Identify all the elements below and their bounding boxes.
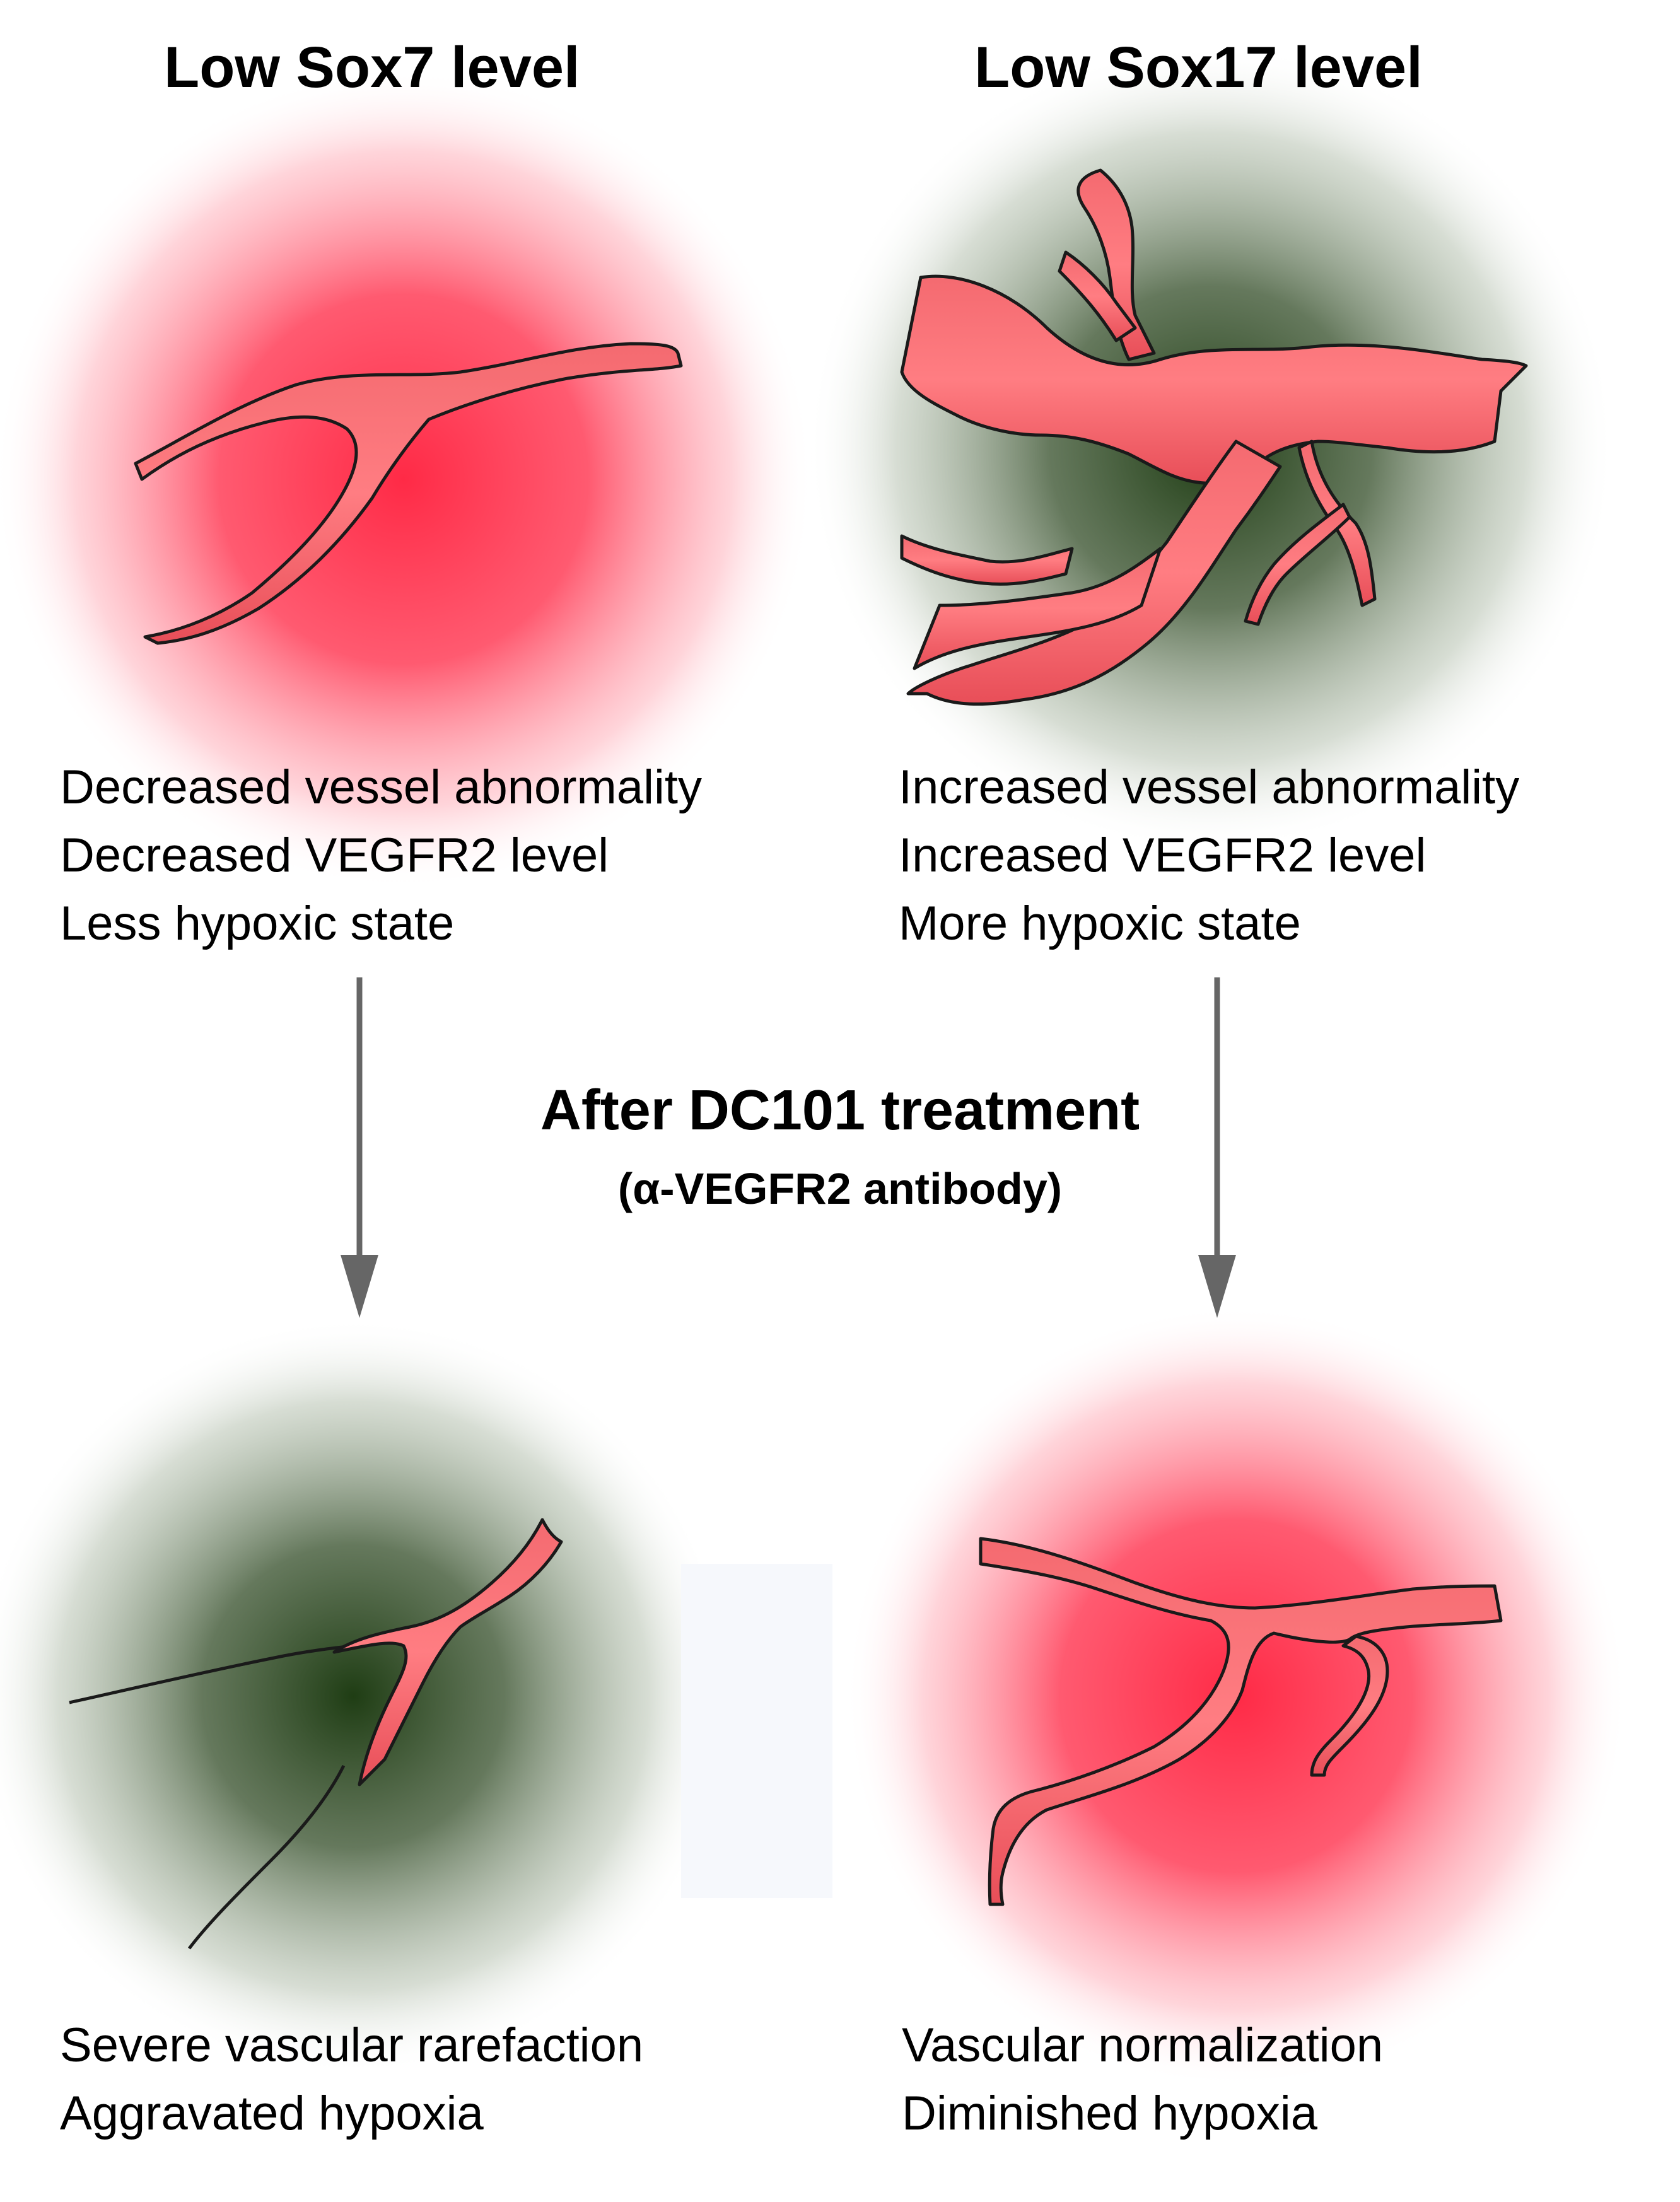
normoxic-glow-top-left xyxy=(0,69,814,889)
hypoxic-glow-bottom-left xyxy=(0,1318,732,2075)
desc-line: Severe vascular rarefaction xyxy=(60,2018,644,2072)
vessel-bottom-left xyxy=(69,1518,563,1950)
treatment-subtitle: (α-VEGFR2 antibody) xyxy=(617,1164,1063,1213)
desc-top-left: Decreased vessel abnormality Decreased V… xyxy=(60,754,702,958)
heading-low-sox7: Low Sox7 level xyxy=(164,35,580,100)
desc-line: Decreased vessel abnormality xyxy=(60,760,703,814)
desc-line: More hypoxic state xyxy=(899,897,1301,950)
heading-low-sox17: Low Sox17 level xyxy=(974,35,1423,100)
desc-line: Decreased VEGFR2 level xyxy=(60,829,609,882)
desc-line: Diminished hypoxia xyxy=(902,2087,1317,2140)
desc-line: Aggravated hypoxia xyxy=(60,2087,484,2140)
desc-line: Vascular normalization xyxy=(902,2018,1384,2072)
vessel-top-right xyxy=(900,168,1528,706)
arrow-right xyxy=(1198,977,1236,1318)
desc-bottom-right: Vascular normalization Diminished hypoxi… xyxy=(902,2012,1383,2148)
desc-line: Increased VEGFR2 level xyxy=(899,829,1426,882)
desc-bottom-left: Severe vascular rarefaction Aggravated h… xyxy=(60,2012,643,2148)
desc-line: Increased vessel abnormality xyxy=(899,760,1520,814)
vessel-top-left xyxy=(134,342,683,645)
desc-top-right: Increased vessel abnormality Increased V… xyxy=(899,754,1519,958)
desc-line: Less hypoxic state xyxy=(60,897,455,950)
vessel-bottom-right xyxy=(979,1537,1503,1906)
treatment-title: After DC101 treatment xyxy=(540,1079,1140,1142)
arrow-left xyxy=(341,977,378,1318)
faint-panel xyxy=(681,1564,832,1898)
